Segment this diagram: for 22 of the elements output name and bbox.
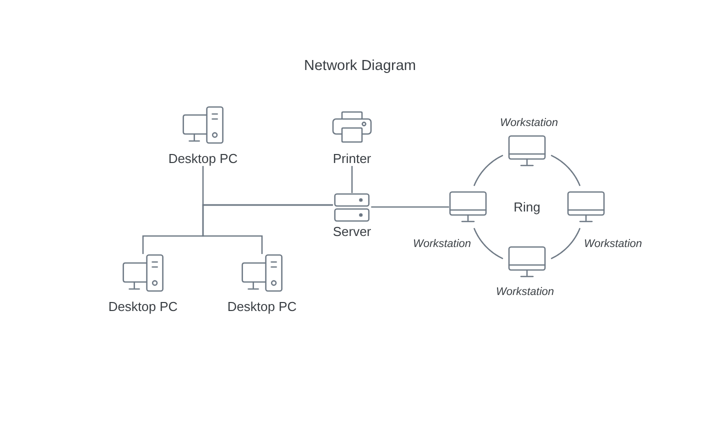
diagram-title: Network Diagram <box>304 58 416 74</box>
device-caption: Workstation <box>496 286 554 298</box>
device-label: Desktop PC <box>108 300 178 314</box>
monitor-icon <box>508 246 546 278</box>
ring-line <box>473 228 504 260</box>
device-label: Desktop PC <box>168 152 238 166</box>
device-label: Printer <box>332 152 372 166</box>
device-label: Desktop PC <box>227 300 297 314</box>
device-label: Server <box>332 225 372 239</box>
monitor-icon <box>567 191 605 223</box>
ring-label: Ring <box>514 200 540 214</box>
monitor-icon <box>449 191 487 223</box>
monitor-icon <box>508 135 546 167</box>
ring-line <box>550 154 581 186</box>
connection-line <box>371 206 449 208</box>
device-caption: Workstation <box>500 117 558 129</box>
connection-line <box>202 204 333 254</box>
ring-line <box>550 228 581 260</box>
device-caption: Workstation <box>412 238 472 250</box>
ring-line <box>473 154 504 186</box>
device-caption: Workstation <box>584 238 642 250</box>
connection-line <box>351 166 353 193</box>
